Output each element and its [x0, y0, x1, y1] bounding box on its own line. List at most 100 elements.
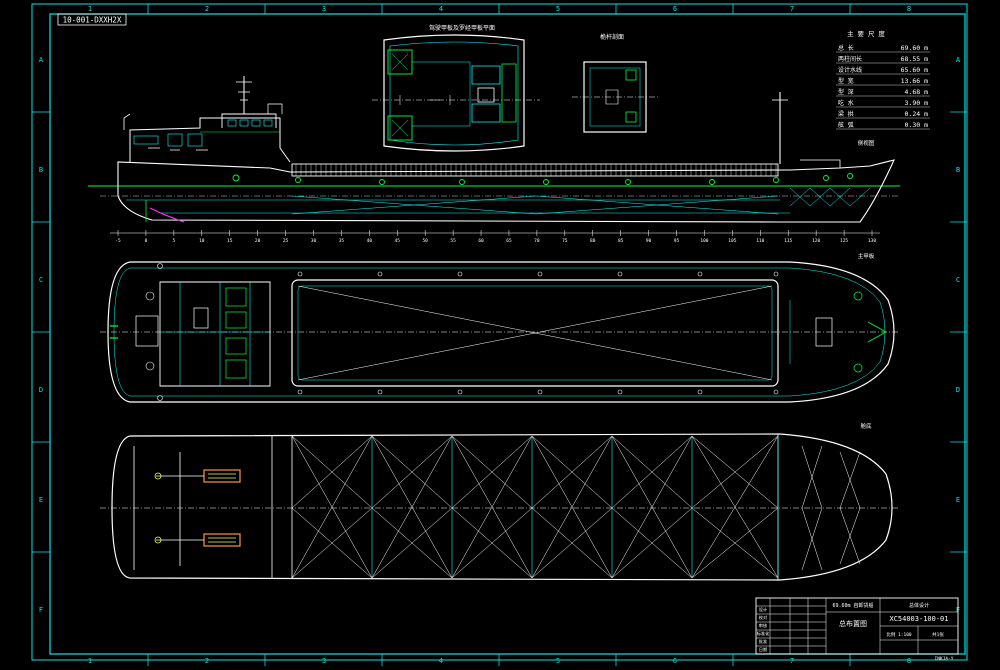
- title-block: 69.60m 自卸货船 总体设计 XC54003-100-01 总布置图 比例 …: [755, 597, 959, 662]
- title-block-label: 标准化: [757, 630, 770, 637]
- frame-number: -5: [115, 238, 121, 244]
- col-label: 5: [556, 657, 560, 665]
- title-block-label: 审核: [759, 622, 768, 629]
- principal-particulars: 主 要 尺 度 总 长 69.60 m 两柱间长 68.55 m 设计水线 65.60 m…: [836, 29, 930, 130]
- row-label: B: [956, 166, 960, 174]
- row-label: E: [956, 496, 960, 504]
- deck-fittings-profile: [232, 173, 853, 185]
- title-drawing-no: XC54003-100-01: [889, 615, 948, 623]
- col-label: 1: [88, 5, 92, 13]
- title-company: 总体设计: [909, 602, 929, 609]
- particular-label: 型 宽: [838, 77, 854, 85]
- column-labels-top: 1 2 3 4 5 6 7 8: [88, 5, 911, 13]
- frame-number: 0: [145, 238, 148, 244]
- title-sheet: 共1张: [932, 631, 944, 638]
- frame-number: 115: [784, 238, 792, 244]
- frame-number: 80: [590, 238, 596, 244]
- title-scale: 比例 1:100: [886, 631, 912, 638]
- particular-value: 3.90 m: [905, 99, 929, 107]
- col-label: 7: [790, 5, 794, 13]
- bridge-plan-title: 驾驶甲板及罗经甲板平面: [429, 24, 495, 32]
- mast-section-title: 桅杆剖面: [600, 33, 624, 41]
- row-label: B: [39, 166, 43, 174]
- frame-number: 70: [534, 238, 540, 244]
- frame-number: 15: [227, 238, 233, 244]
- particular-value: 4.68 m: [905, 88, 929, 96]
- particular-value: 13.66 m: [901, 77, 928, 85]
- main-deck-plan: 主甲板: [100, 252, 900, 403]
- inner-frame: [49, 13, 966, 655]
- particular-label: 设计水线: [838, 66, 862, 74]
- particulars-title: 主 要 尺 度: [847, 29, 885, 38]
- col-label: 6: [673, 5, 677, 13]
- particular-value: 69.60 m: [901, 44, 928, 52]
- particular-label: 总 长: [838, 44, 854, 52]
- frame-number: 55: [450, 238, 456, 244]
- title-block-label: 设计: [759, 606, 767, 613]
- row-label: A: [39, 56, 44, 64]
- frame-number: 25: [283, 238, 289, 244]
- hold-plan-title: 舱底: [860, 422, 872, 430]
- row-label: C: [39, 276, 43, 284]
- particular-value: 0.30 m: [905, 121, 929, 129]
- title-ship-name: 69.60m 自卸货船: [832, 602, 873, 609]
- title-drawing-title: 总布置图: [839, 619, 867, 628]
- col-label: 2: [205, 5, 209, 13]
- mast-section: 桅杆剖面: [572, 33, 660, 133]
- col-label: 5: [556, 5, 560, 13]
- frame-id-box: [57, 13, 127, 26]
- row-label: C: [956, 276, 960, 284]
- col-label: 7: [790, 657, 794, 665]
- col-label: 4: [439, 657, 443, 665]
- row-labels-left: A B C D E F: [39, 56, 44, 614]
- hatch-coaming-ticks: [295, 164, 777, 176]
- frame-number: 90: [646, 238, 652, 244]
- frame-number: 20: [255, 238, 261, 244]
- particular-value: 65.60 m: [901, 66, 928, 74]
- frame-number: 100: [700, 238, 708, 244]
- frame-number: 60: [478, 238, 484, 244]
- col-label: 3: [322, 5, 326, 13]
- frame-number: 5: [172, 238, 175, 244]
- title-block-label: 日期: [759, 647, 767, 653]
- hold-grid: [291, 435, 779, 579]
- frame-number: 125: [840, 238, 848, 244]
- particular-label: 舷 弧: [838, 121, 854, 129]
- grid-ticks: [32, 4, 967, 666]
- col-label: 3: [322, 657, 326, 665]
- frame-number: 30: [311, 238, 317, 244]
- bottom-right-code: INKJA-Y: [935, 656, 954, 662]
- side-profile-view: 侧视图: [88, 76, 900, 244]
- frame-id-text: 10-001-DXXH2X: [63, 16, 122, 25]
- frame-number: 110: [756, 238, 764, 244]
- frame-number: 130: [868, 238, 876, 244]
- particular-label: 型 深: [838, 88, 854, 96]
- col-label: 8: [907, 657, 911, 665]
- hold-plan: 舱底: [100, 422, 900, 581]
- row-label: E: [39, 496, 43, 504]
- frame-number: 40: [367, 238, 373, 244]
- col-label: 8: [907, 5, 911, 13]
- col-label: 2: [205, 657, 209, 665]
- bridge-deck-plan: 驾驶甲板及罗经甲板平面: [372, 24, 540, 152]
- col-label: 4: [439, 5, 443, 13]
- frame-number: 35: [339, 238, 345, 244]
- frame-number: 95: [674, 238, 680, 244]
- particular-value: 68.55 m: [901, 55, 928, 63]
- particulars-rows: 总 长 69.60 m 两柱间长 68.55 m 设计水线 65.60 m 型 宽 13.66…: [836, 44, 930, 130]
- col-label: 1: [88, 657, 92, 665]
- col-label: 6: [673, 657, 677, 665]
- particular-value: 0.24 m: [905, 110, 929, 118]
- frame-number: 120: [812, 238, 820, 244]
- title-block-label: 批准: [759, 638, 767, 645]
- frame-number: 105: [728, 238, 736, 244]
- frame-number: 45: [395, 238, 401, 244]
- column-labels-bottom: 1 2 3 4 5 6 7 8: [88, 657, 911, 665]
- frame-number: 75: [562, 238, 568, 244]
- row-label: A: [956, 56, 961, 64]
- frame-number: 10: [199, 238, 205, 244]
- particular-label: 两柱间长: [838, 55, 862, 63]
